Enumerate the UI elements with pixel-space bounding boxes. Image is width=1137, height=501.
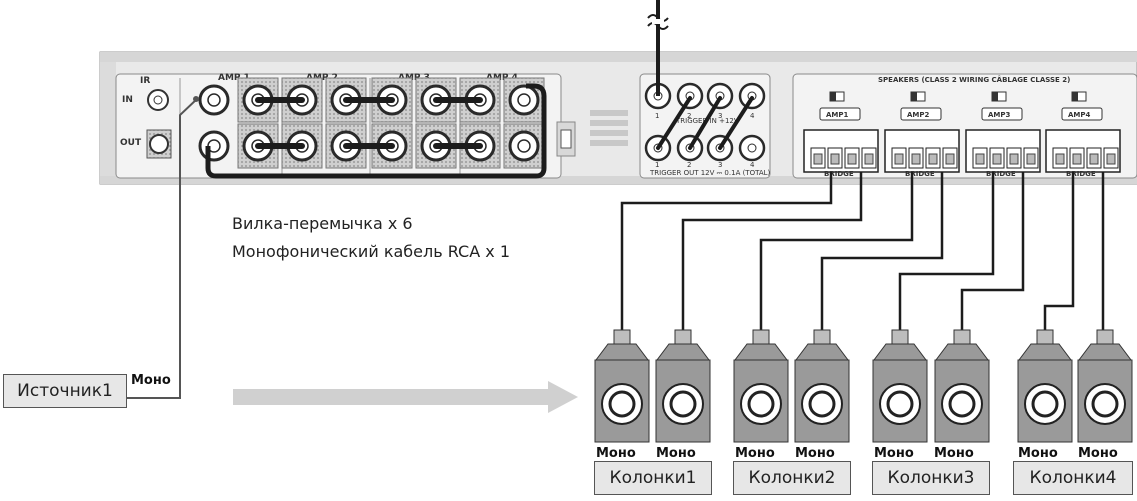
rear-panel: IR IN OUT AMP 1 AMP 2 AMP 3 AMP 4 TR — [99, 0, 1137, 185]
speaker-unit — [872, 329, 928, 443]
trigger-numbers-bottom: 1 2 3 4 — [655, 161, 755, 169]
amp-block-label: AMP4 — [1068, 111, 1091, 119]
speaker-unit — [1077, 329, 1133, 443]
bridge-label: BRIDGE — [824, 170, 854, 178]
speaker-unit — [594, 329, 650, 443]
amp4-header: AMP 4 — [486, 73, 518, 83]
bridge-label: BRIDGE — [986, 170, 1016, 178]
speaker2a-mono: Моно — [735, 446, 775, 461]
speaker4b-mono: Моно — [1078, 446, 1118, 461]
source-cable — [127, 97, 199, 399]
amp-block-label: AMP2 — [907, 111, 930, 119]
trigger-cables — [656, 96, 754, 150]
speaker-group-2: Колонки2 — [733, 461, 851, 495]
svg-text:4: 4 — [750, 112, 755, 120]
source1-box: Источник1 — [3, 374, 127, 408]
source-mono-label: Моно — [131, 373, 171, 388]
svg-text:2: 2 — [687, 161, 691, 169]
ir-label: IR — [140, 76, 150, 86]
speaker2b-mono: Моно — [795, 446, 835, 461]
bridge-label: BRIDGE — [1066, 170, 1096, 178]
svg-text:3: 3 — [718, 112, 722, 120]
speakers — [594, 329, 1133, 443]
speakers-header: SPEAKERS (CLASS 2 WIRING CÂBLAGE CLASSE … — [878, 75, 1070, 84]
speaker-unit — [655, 329, 711, 443]
speaker-group-4: Колонки4 — [1013, 461, 1133, 495]
svg-text:1: 1 — [655, 161, 659, 169]
note-jumper-plugs: Вилка-перемычка x 6 — [232, 214, 413, 233]
amp3-header: AMP 3 — [398, 73, 430, 83]
speaker-unit — [794, 329, 850, 443]
power-cable — [647, 0, 669, 96]
speaker3b-mono: Моно — [934, 446, 974, 461]
ir-out-label: OUT — [120, 138, 142, 148]
speaker-unit — [733, 329, 789, 443]
svg-text:1: 1 — [655, 112, 659, 120]
speaker-group-1: Колонки1 — [594, 461, 712, 495]
speaker3a-mono: Моно — [874, 446, 914, 461]
speaker4a-mono: Моно — [1018, 446, 1058, 461]
svg-text:2: 2 — [687, 112, 691, 120]
flow-arrow — [233, 381, 578, 413]
loop-cable — [205, 83, 547, 179]
trigger-numbers-top: 1 2 3 4 — [655, 112, 755, 120]
speaker-group-3: Колонки3 — [872, 461, 990, 495]
jumper-plugs — [255, 97, 483, 149]
speaker-wires — [620, 172, 1105, 338]
speaker1b-mono: Моно — [656, 446, 696, 461]
amp-block-label: AMP1 — [826, 111, 849, 119]
svg-text:3: 3 — [718, 161, 722, 169]
speaker1a-mono: Моно — [596, 446, 636, 461]
svg-text:4: 4 — [750, 161, 755, 169]
speaker-unit — [934, 329, 990, 443]
amp1-header: AMP 1 — [218, 73, 250, 83]
speaker-unit — [1017, 329, 1073, 443]
note-rca-cable: Монофонический кабель RCA x 1 — [232, 242, 510, 261]
amp-block-label: AMP3 — [988, 111, 1011, 119]
ir-in-label: IN — [122, 95, 133, 105]
trigger-out-label: TRIGGER OUT 12V ⎓ 0.1A (TOTAL) — [649, 169, 771, 177]
bridge-label: BRIDGE — [905, 170, 935, 178]
